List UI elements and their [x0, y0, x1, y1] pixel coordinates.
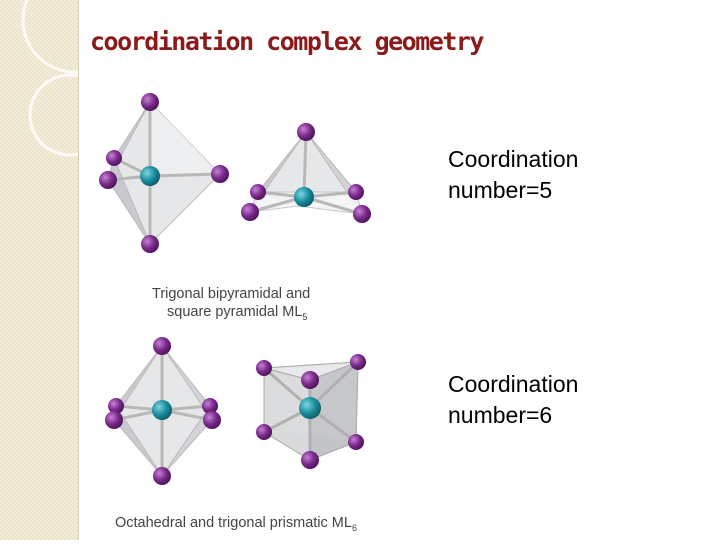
ligand-atom	[301, 451, 319, 469]
metal-atom	[294, 187, 314, 207]
ligand-atom	[106, 150, 122, 166]
decorative-side-strip	[0, 0, 78, 540]
octahedral-model	[105, 337, 221, 485]
metal-atom	[140, 166, 160, 186]
ligand-atom	[350, 354, 366, 370]
ligand-atom	[256, 360, 272, 376]
ligand-atom	[348, 434, 364, 450]
trigonal-bipyramidal-model	[99, 93, 229, 253]
ligand-atom	[250, 184, 266, 200]
ligand-atom	[203, 411, 221, 429]
cn5-label-line2: number=5	[448, 177, 553, 203]
cn5-label-line1: Coordination	[448, 146, 579, 172]
caption-cn5-line2: square pyramidal ML5	[152, 303, 310, 326]
caption-cn5-line1: Trigonal bipyramidal and	[152, 286, 311, 302]
ligand-atom	[153, 467, 171, 485]
ligand-atom	[202, 398, 218, 414]
side-divider	[78, 0, 79, 540]
molecule-diagrams	[99, 93, 371, 485]
ligand-atom	[141, 235, 159, 253]
ligand-atom	[99, 171, 117, 189]
caption-cn6: Octahedral and trigonal prismatic ML6	[115, 514, 357, 537]
metal-atom	[299, 397, 321, 419]
metal-atom	[152, 400, 172, 420]
caption-cn5: Trigonal bipyramidal and square pyramida…	[152, 285, 310, 326]
geometry-figure: Trigonal bipyramidal and square pyramida…	[92, 80, 392, 540]
coordination-number-5-label: Coordination number=5	[448, 144, 578, 206]
square-pyramidal-model	[241, 123, 371, 223]
ligand-atom	[297, 123, 315, 141]
caption-cn6-subscript: 6	[351, 522, 357, 533]
decorative-circles	[21, 0, 78, 157]
cn6-label-line1: Coordination	[448, 371, 579, 397]
ligand-atom	[105, 411, 123, 429]
caption-cn5-line2-text: square pyramidal ML	[167, 304, 303, 320]
coordination-number-6-label: Coordination number=6	[448, 369, 578, 431]
cn6-label-line2: number=6	[448, 402, 553, 428]
caption-cn5-subscript: 5	[302, 311, 308, 322]
ligand-atom	[153, 337, 171, 355]
ligand-atom	[301, 371, 319, 389]
slide-title: coordination complex geometry	[90, 27, 485, 56]
ligand-atom	[241, 203, 259, 221]
ligand-atom	[348, 184, 364, 200]
ligand-atom	[108, 398, 124, 414]
ligand-atom	[353, 205, 371, 223]
ligand-atom	[256, 424, 272, 440]
caption-cn6-text: Octahedral and trigonal prismatic ML	[115, 515, 352, 531]
ligand-atom	[211, 165, 229, 183]
trigonal-prismatic-model	[256, 354, 366, 469]
ligand-atom	[141, 93, 159, 111]
